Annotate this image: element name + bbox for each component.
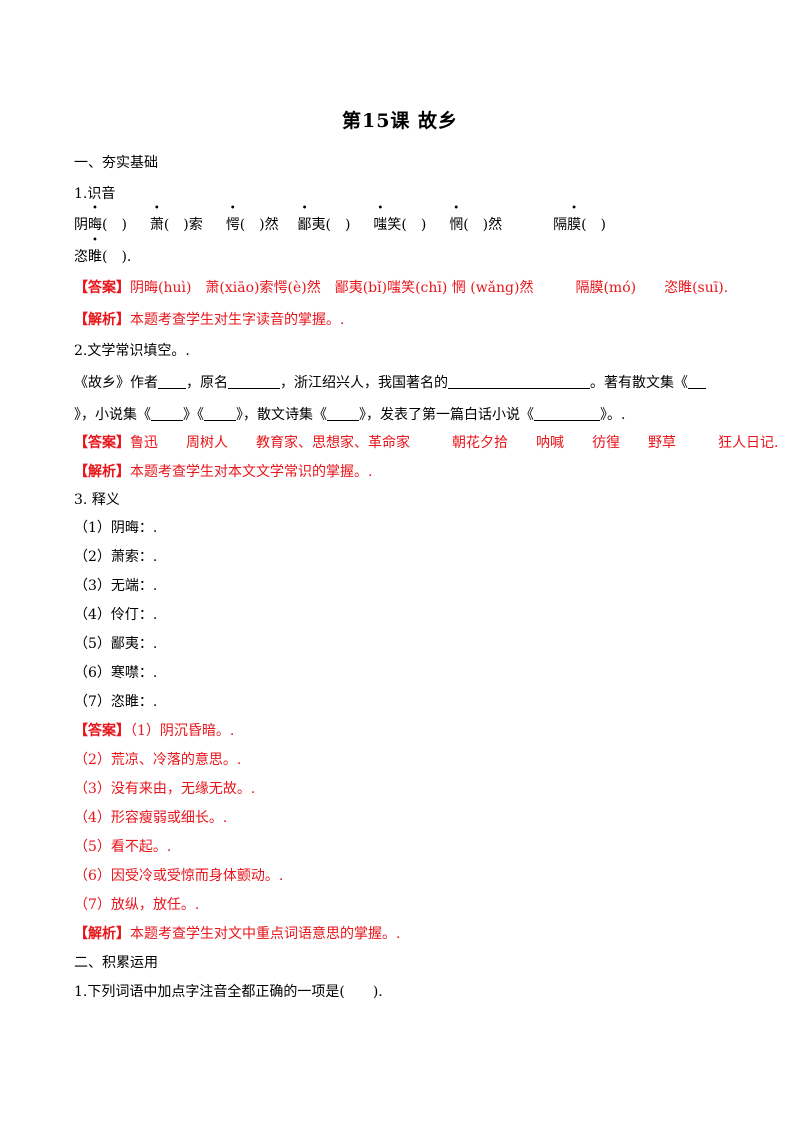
fill-text: ，浙江绍兴人，我国著名的	[280, 375, 448, 391]
fill-blank	[158, 374, 186, 389]
fill-blank	[688, 374, 706, 389]
fill-in-line-2: 》，小说集《 》《 》，散文诗集《 》，发表了第一篇白话小说《 》。.	[74, 405, 625, 425]
definition-item: （2）萧索：.	[74, 549, 158, 565]
dotted-char: 鄙	[298, 215, 312, 235]
definition-item: （3）无端：.	[74, 578, 158, 594]
section-heading-basics: 一、夯实基础	[74, 155, 158, 171]
fill-blank	[204, 406, 236, 421]
analysis-tag: 【解析】	[74, 926, 130, 942]
definition-item: （5）鄙夷：.	[74, 636, 158, 652]
fill-blank	[228, 374, 280, 389]
question-3-label: 3. 释义	[74, 492, 120, 508]
blank-paren: ( ).	[102, 249, 132, 265]
dotted-char: 嗤	[373, 215, 387, 235]
blank-paren: ( )	[581, 217, 606, 233]
dotted-char: 萧	[150, 215, 164, 235]
fill-text: 》。.	[600, 407, 626, 423]
fill-text: 》，小说集《	[74, 407, 151, 423]
char: 阴	[74, 217, 88, 233]
definition-item: （7）恣睢：.	[74, 694, 158, 710]
question-4-label: 1.下列词语中加点字注音全都正确的一项是( ).	[74, 984, 383, 1000]
analysis-q2: 【解析】本题考查学生对本文文学常识的掌握。.	[74, 462, 372, 482]
analysis-tag: 【解析】	[74, 312, 130, 328]
fill-in-line-1: 《故乡》作者 ，原名 ，浙江绍兴人，我国著名的 。著有散文集《	[74, 373, 706, 393]
dotted-char: 膜	[567, 215, 581, 235]
answer-text: 鲁迅 周树人 教育家、思想家、革命家 朝花夕拾 呐喊 彷徨 野草 狂人日记.	[130, 435, 779, 451]
page-title: 第15课 故乡	[341, 110, 459, 132]
fill-blank	[151, 406, 183, 421]
dotted-char: 晦	[88, 215, 102, 235]
answer-q1: 【答案】阴晦(huì) 萧(xiāo)索愕(è)然 鄙夷(bǐ)嗤笑(chī) …	[74, 278, 728, 298]
answer-text: （1）阴沉昏暗。.	[130, 723, 235, 739]
answer-tag: 【答案】	[74, 435, 130, 451]
analysis-q3: 【解析】本题考查学生对文中重点词语意思的掌握。.	[74, 924, 400, 944]
answer-line: （2）荒凉、冷落的意思。.	[74, 752, 242, 768]
blank-paren: ( )然	[239, 217, 279, 233]
pronunciation-row-1: 阴晦( ) 萧( )索 愕( )然 鄙夷( ) 嗤笑( ) 惘( )然 隔膜( …	[74, 215, 606, 235]
fill-blank	[534, 406, 600, 421]
analysis-text: 本题考查学生对文中重点词语意思的掌握。.	[130, 926, 401, 942]
answer-text: 阴晦(huì) 萧(xiāo)索愕(è)然 鄙夷(bǐ)嗤笑(chī) 惘 (w…	[130, 280, 729, 296]
fill-text: 。著有散文集《	[590, 375, 688, 391]
definition-item: （4）伶仃：.	[74, 607, 158, 623]
blank-paren: 笑( )	[387, 217, 427, 233]
answer-q3: 【答案】（1）阴沉昏暗。.	[74, 721, 234, 741]
answer-tag: 【答案】	[74, 723, 130, 739]
analysis-text: 本题考查学生对本文文学常识的掌握。.	[130, 464, 373, 480]
char: 恣	[74, 249, 88, 265]
pronunciation-row-2: 恣睢( ).	[74, 247, 131, 267]
dotted-char: 睢	[88, 247, 102, 267]
blank-paren: ( )然	[463, 217, 503, 233]
answer-line: （3）没有来由，无缘无故。.	[74, 781, 256, 797]
analysis-q1: 【解析】本题考查学生对生字读音的掌握。.	[74, 310, 344, 330]
question-2-label: 2.文学常识填空。.	[74, 343, 190, 359]
char: 隔	[553, 217, 568, 233]
blank-paren: ( )	[102, 217, 127, 233]
answer-line: （7）放纵，放任。.	[74, 897, 200, 913]
definition-item: （6）寒噤：.	[74, 665, 158, 681]
blank-paren: ( )索	[163, 217, 203, 233]
blank-paren: 夷( )	[311, 217, 351, 233]
section-heading-accumulation: 二、积累运用	[74, 955, 158, 971]
answer-tag: 【答案】	[74, 280, 130, 296]
dotted-char: 愕	[226, 215, 240, 235]
answer-q2: 【答案】鲁迅 周树人 教育家、思想家、革命家 朝花夕拾 呐喊 彷徨 野草 狂人日…	[74, 433, 778, 453]
fill-blank	[327, 406, 359, 421]
fill-text: 》，发表了第一篇白话小说《	[359, 407, 534, 423]
fill-blank	[448, 374, 590, 389]
analysis-text: 本题考查学生对生字读音的掌握。.	[130, 312, 345, 328]
analysis-tag: 【解析】	[74, 464, 130, 480]
fill-text: 》，散文诗集《	[236, 407, 327, 423]
dotted-char: 惘	[449, 215, 463, 235]
fill-text: 《故乡》作者	[74, 375, 158, 391]
fill-text: ，原名	[186, 375, 228, 391]
question-1-label: 1.识音	[74, 186, 116, 202]
definition-item: （1）阴晦：.	[74, 520, 158, 536]
answer-line: （4）形容瘦弱或细长。.	[74, 810, 228, 826]
fill-text: 》《	[183, 407, 204, 423]
answer-line: （5）看不起。.	[74, 839, 172, 855]
answer-line: （6）因受冷或受惊而身体颤动。.	[74, 868, 284, 884]
